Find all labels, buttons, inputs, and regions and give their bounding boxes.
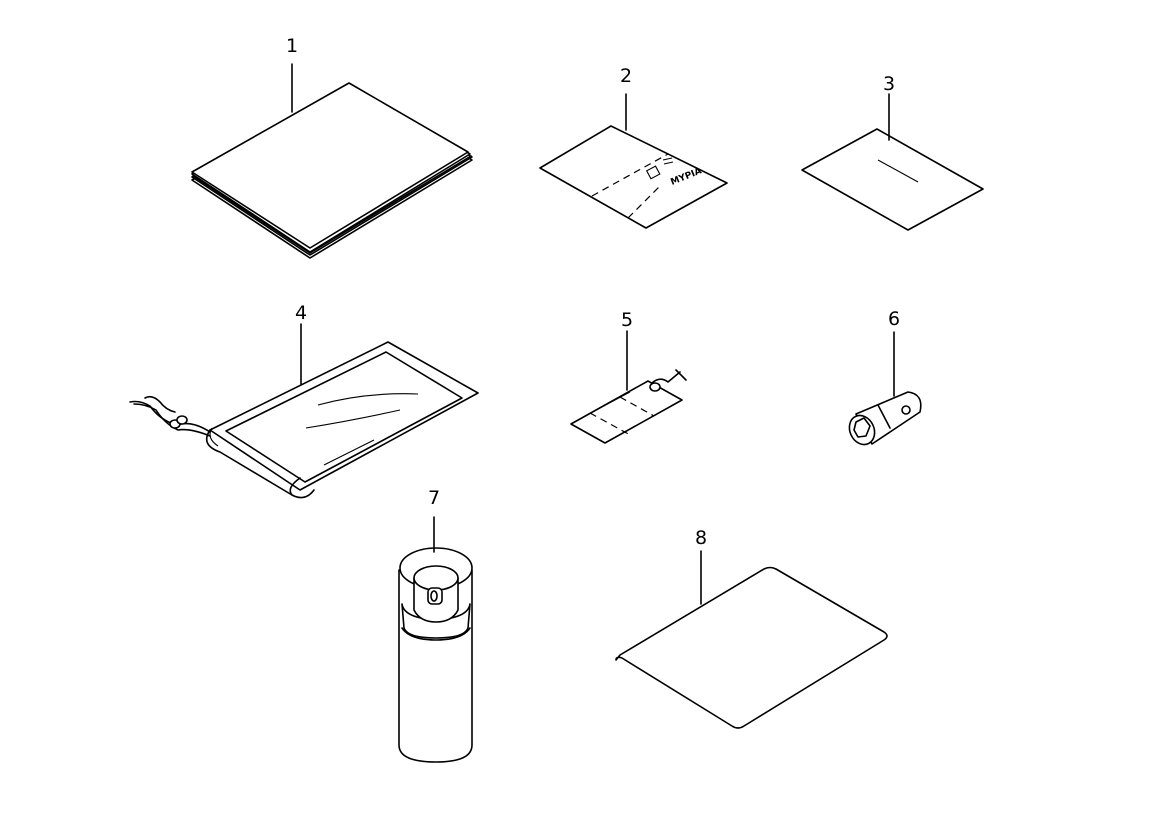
part-2-label: 2: [620, 65, 632, 87]
part-3-label: 3: [883, 73, 895, 95]
part-1-owners-manual-icon: 1: [191, 35, 473, 259]
part-7-label: 7: [428, 487, 440, 509]
part-2-warranty-card-icon: MYPIA 2: [539, 65, 728, 229]
part-6-label: 6: [888, 308, 900, 330]
part-1-label: 1: [286, 35, 298, 57]
part-8-label: 8: [695, 527, 707, 549]
part-3-leaflet-icon: 3: [801, 73, 984, 231]
part-8-plate-sheet-icon: 8: [615, 527, 888, 729]
part-6-socket-wrench-icon: 6: [848, 308, 922, 446]
part-7-spray-can-icon: 7: [398, 487, 473, 763]
part-4-document-pouch-icon: 4: [129, 302, 479, 499]
part-5-key-tag-icon: 5: [570, 309, 687, 444]
part-4-label: 4: [295, 302, 307, 324]
part-5-label: 5: [621, 309, 633, 331]
